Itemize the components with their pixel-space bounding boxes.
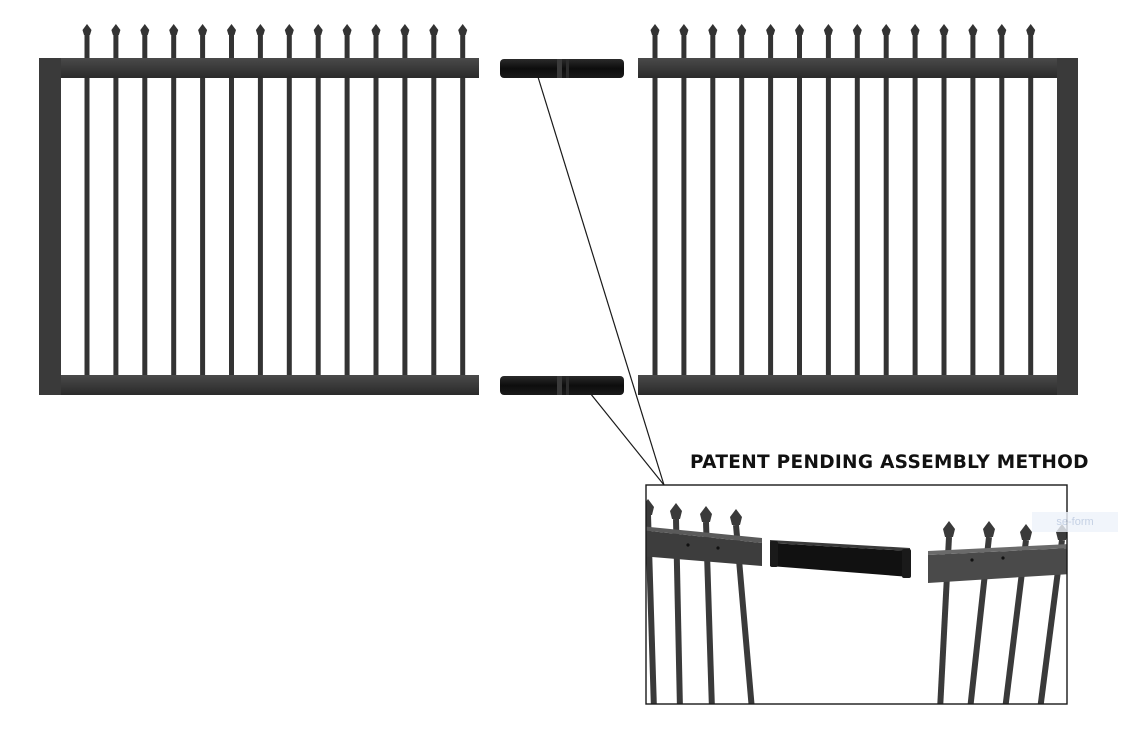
picket (939, 24, 949, 380)
inset-left-rail (646, 526, 762, 566)
bottom-rail-connector (500, 376, 624, 395)
picket (910, 24, 920, 380)
picket (795, 24, 804, 380)
picket (313, 24, 323, 380)
picket (255, 24, 265, 380)
right-panel-top-rail (638, 58, 1078, 78)
picket (342, 24, 352, 380)
detail-inset (645, 484, 1068, 705)
detail-inset-border (645, 484, 1068, 705)
picket (371, 24, 381, 380)
right-panel-bottom-rail (638, 375, 1078, 395)
picket (198, 24, 208, 380)
picket (852, 24, 862, 380)
picket (1026, 24, 1036, 380)
picket (968, 24, 978, 380)
picket (997, 24, 1007, 380)
top-rail-connector (500, 59, 624, 78)
right-panel-end-post (1057, 58, 1078, 395)
right-panel-pickets (650, 24, 1036, 380)
picket (650, 24, 660, 380)
picket (881, 24, 891, 380)
picket (823, 24, 833, 380)
picket (708, 24, 718, 380)
picket (169, 24, 179, 380)
left-panel-bottom-rail (39, 375, 479, 395)
right-fence-panel (638, 24, 1078, 395)
inset-right-rail (928, 544, 1067, 583)
picket (82, 24, 92, 380)
left-fence-panel (39, 24, 479, 395)
picket (227, 24, 236, 380)
picket (737, 24, 747, 380)
picket (140, 24, 150, 380)
picket (400, 24, 410, 380)
left-panel-top-rail (39, 58, 479, 78)
picket (111, 24, 121, 380)
tube-connector-icon (770, 540, 911, 578)
assembly-caption: PATENT PENDING ASSEMBLY METHOD (690, 452, 1089, 473)
picket (458, 24, 468, 380)
picket (766, 24, 776, 380)
picket (429, 24, 439, 380)
callout-lines (537, 76, 665, 486)
overlay-label: se-form (1032, 512, 1118, 532)
picket (284, 24, 294, 380)
left-panel-end-post (39, 58, 61, 395)
picket (679, 24, 689, 380)
left-panel-pickets (82, 24, 468, 380)
